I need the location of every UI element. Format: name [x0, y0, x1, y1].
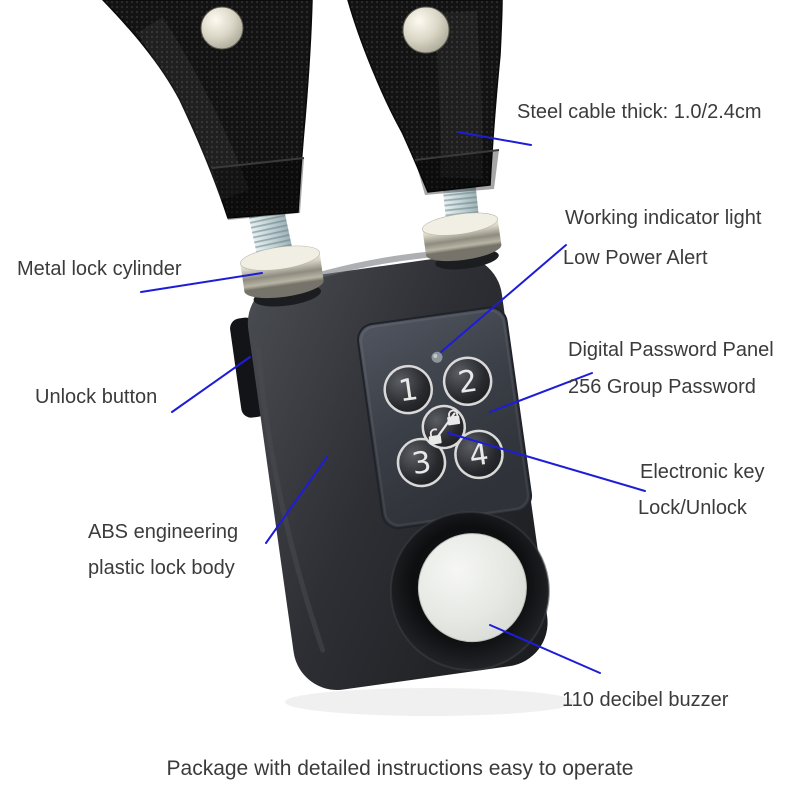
working-indicator-led-glint — [433, 354, 438, 359]
keypad-button-3 — [396, 437, 447, 488]
label-metal-lock-cylinder: Metal lock cylinder — [17, 258, 182, 280]
annotation-line-electronic-key — [447, 432, 646, 492]
label-low-power-alert: Low Power Alert — [563, 247, 708, 269]
lock-unlock-icon — [428, 409, 461, 445]
annotation-line-buzzer — [489, 624, 601, 674]
annotation-line-abs — [265, 456, 328, 544]
label-lock-unlock: Lock/Unlock — [638, 497, 747, 519]
label-electronic-key: Electronic key — [640, 461, 765, 483]
steel-cable-left — [101, 0, 313, 220]
buzzer-rim-light — [389, 510, 550, 671]
lock-shadow — [285, 688, 575, 716]
annotation-line-indicator — [440, 244, 567, 353]
lock-body-group: 1 2 3 4 — [230, 248, 550, 690]
annotation-line-steel-cable — [457, 131, 532, 146]
label-package-footer: Package with detailed instructions easy … — [166, 757, 634, 780]
label-110-decibel-buzzer: 110 decibel buzzer — [562, 689, 729, 711]
keypad-button-4 — [454, 429, 504, 480]
lock-unlock-button — [421, 404, 467, 450]
keypad-button-1 — [383, 364, 433, 415]
label-plastic-lock-body: plastic lock body — [88, 557, 235, 579]
label-digital-password-panel: Digital Password Panel — [568, 339, 774, 361]
snap-rivet-left — [200, 6, 244, 50]
label-256-group-password: 256 Group Password — [568, 376, 756, 398]
body-left-highlight — [255, 345, 326, 653]
snap-rivet-right — [402, 6, 450, 54]
keypad-button-1-digit: 1 — [396, 372, 420, 409]
label-abs-engineering: ABS engineering — [88, 521, 239, 543]
label-working-indicator: Working indicator light — [565, 207, 762, 229]
annotation-line-cylinder — [140, 272, 263, 293]
steel-cable-right — [347, 0, 503, 195]
label-steel-cable: Steel cable thick: 1.0/2.4cm — [517, 101, 762, 123]
annotation-line-panel — [489, 372, 593, 413]
lock-cylinder-left — [240, 245, 324, 307]
cable-cuff-left — [212, 158, 304, 220]
keypad-button-2-digit: 2 — [456, 364, 480, 401]
keypad-button-2 — [442, 356, 493, 407]
cable-cuff-right — [415, 150, 499, 195]
buzzer-disc — [417, 533, 527, 643]
lock-cylinder-right — [422, 212, 502, 270]
label-unlock-button: Unlock button — [35, 386, 158, 408]
annotation-line-unlock — [171, 356, 251, 413]
keypad-button-3-digit: 3 — [410, 445, 434, 482]
keypad-button-4-digit: 4 — [467, 437, 491, 474]
